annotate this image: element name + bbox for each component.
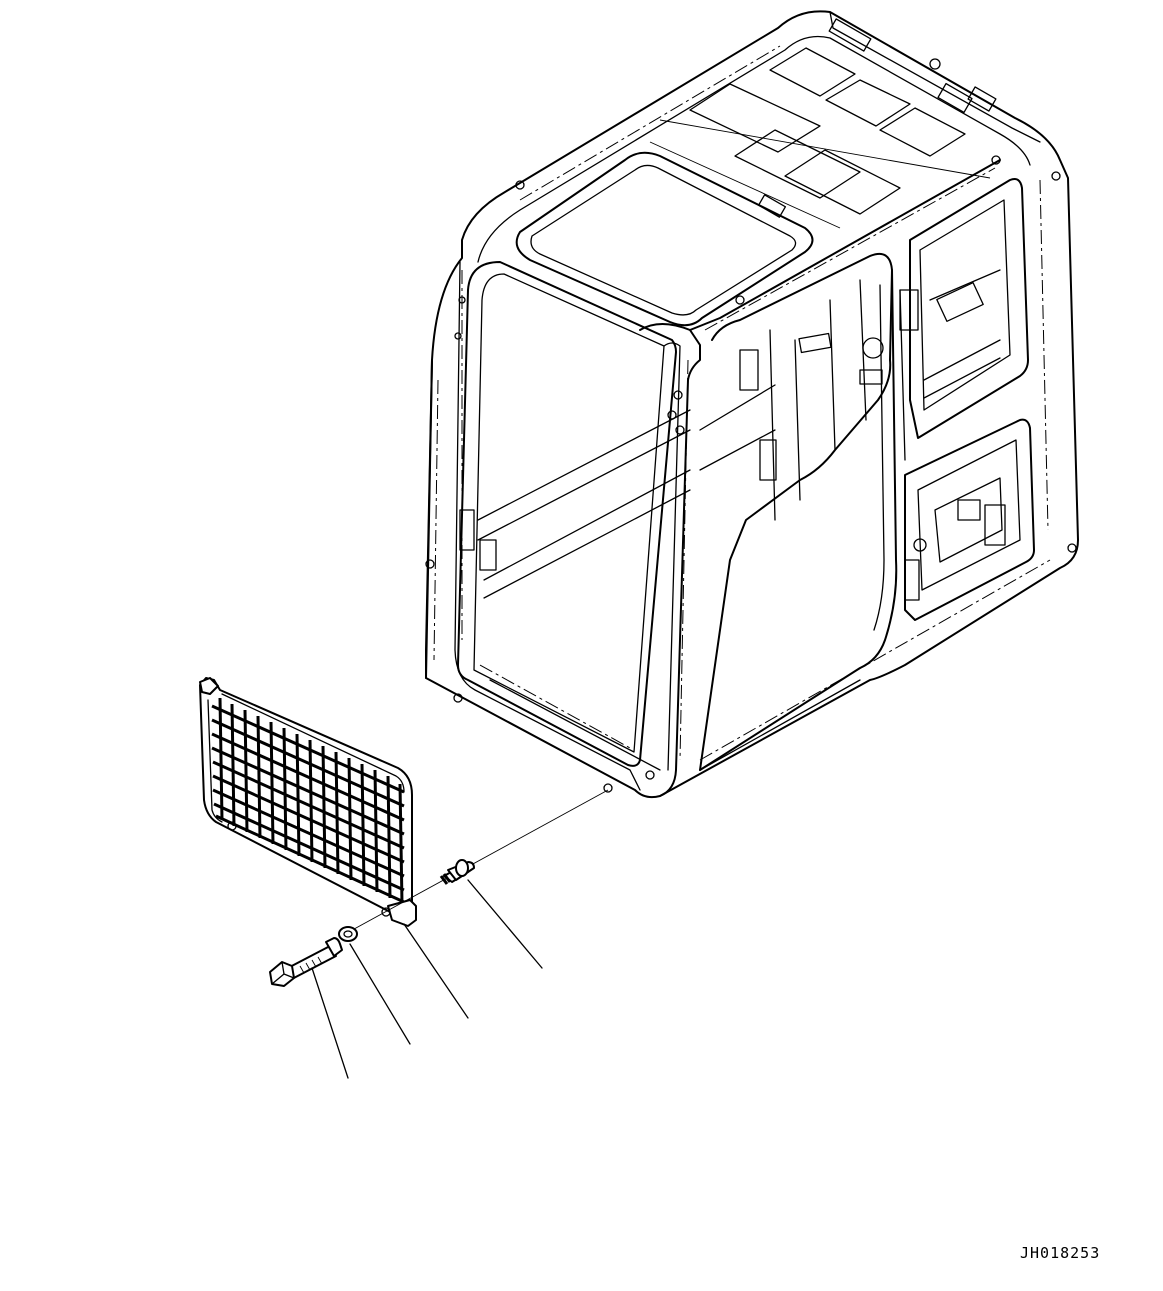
bolt-leader-line <box>311 967 349 1079</box>
guard-leader-line <box>403 923 469 1019</box>
leader-lines <box>311 879 543 1079</box>
bolt-icon <box>269 937 343 987</box>
mesh-guard-icon <box>199 677 417 927</box>
pin-leader-line <box>467 879 543 969</box>
pin-icon <box>439 859 475 885</box>
washer-leader-line <box>349 943 411 1045</box>
assembly-center-line <box>344 789 609 935</box>
drawing-id-label: JH018253 <box>1020 1244 1101 1262</box>
cab-frame-icon <box>425 10 1079 799</box>
washer-icon <box>338 926 358 942</box>
